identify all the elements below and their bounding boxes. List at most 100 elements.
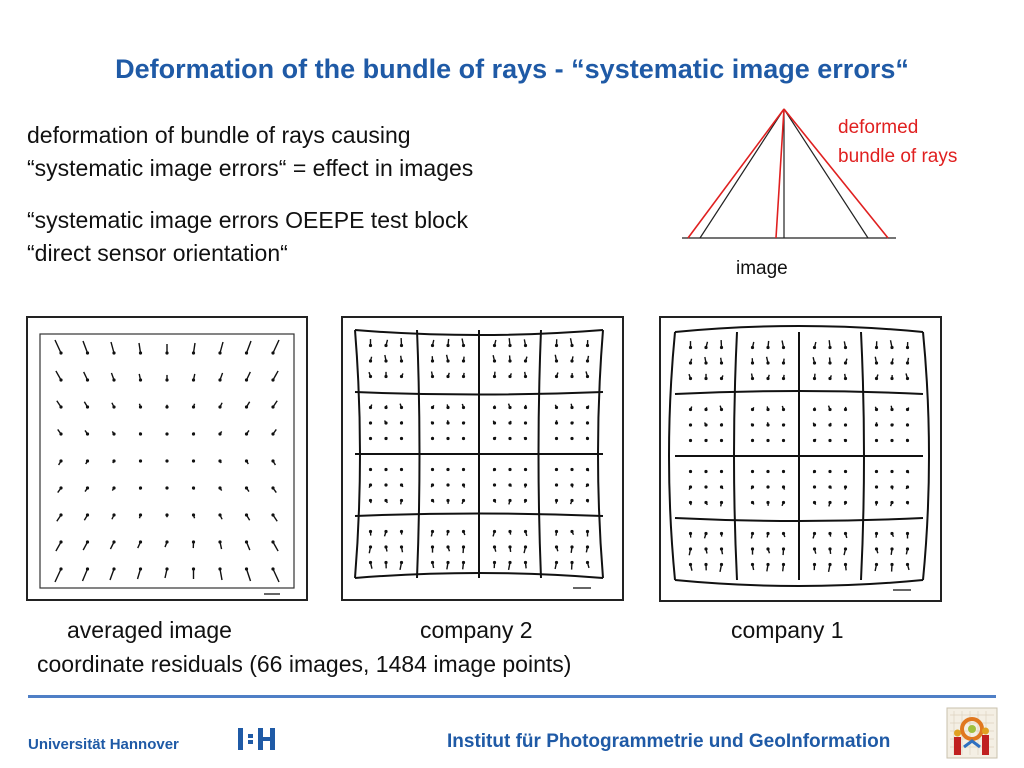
residual-vector [689, 564, 693, 571]
residual-vector [689, 406, 693, 410]
residual-vector [705, 502, 708, 506]
residual-vector [509, 420, 512, 424]
residual-vector [138, 403, 142, 408]
residual-point [165, 459, 169, 463]
residual-vector [383, 531, 387, 537]
residual-vector [272, 339, 280, 354]
residual-vector [400, 546, 404, 553]
residual-vector [689, 358, 693, 364]
residual-vector [83, 371, 89, 381]
residual-vector [783, 423, 786, 426]
residual-vector [523, 546, 527, 554]
residual-vector [813, 548, 817, 554]
residual-vector [586, 469, 590, 472]
residual-vector [219, 431, 223, 435]
residual-vector [138, 514, 142, 519]
residual-vector [272, 568, 280, 583]
residual-vector [704, 356, 707, 364]
residual-vector [891, 423, 894, 426]
residual-vector [844, 358, 848, 364]
residual-vector [219, 341, 224, 354]
residual-vector [494, 436, 497, 440]
residual-vector [555, 372, 559, 377]
residual-vector [750, 533, 754, 539]
residual-point [766, 500, 770, 505]
caption-averaged-image: averaged image [67, 617, 232, 643]
residual-vector [400, 373, 404, 377]
residual-vector [136, 568, 142, 580]
residual-vector [705, 438, 708, 442]
residual-vector [431, 500, 435, 503]
residual-vector [720, 423, 723, 426]
residual-point [461, 467, 466, 472]
residual-vector [767, 374, 770, 379]
residual-vector [446, 562, 449, 570]
residual-vector [874, 356, 878, 364]
residual-point [688, 423, 693, 427]
grid-line [860, 331, 865, 581]
residual-vector [570, 403, 573, 408]
residual-vector [750, 373, 754, 379]
residual-vector [219, 487, 223, 491]
residual-vector [384, 469, 387, 472]
residual-point [781, 438, 786, 443]
residual-vector [585, 371, 589, 377]
residual-vector [703, 533, 707, 539]
residual-vector [554, 562, 558, 570]
residual-point [570, 467, 574, 472]
residual-vector [554, 354, 558, 362]
residual-vector [431, 405, 435, 408]
bullet-oeepe: “systematic image errors OEEPE test bloc… [27, 204, 468, 270]
residual-vector [369, 437, 371, 440]
residual-vector [192, 373, 196, 381]
grid-line [537, 329, 542, 579]
residual-vector [110, 341, 115, 354]
residual-point [781, 469, 786, 474]
residual-vector [766, 533, 769, 538]
residual-vector [827, 405, 831, 410]
residual-point [828, 438, 832, 443]
grid-line [597, 329, 604, 579]
residual-vector [385, 546, 388, 552]
residual-vector [751, 502, 755, 505]
residual-vector [462, 531, 466, 536]
residual-vector [84, 487, 89, 492]
residual-vector [586, 500, 589, 503]
residual-vector [767, 340, 770, 348]
residual-vector [272, 370, 279, 381]
residual-vector [447, 338, 450, 346]
residual-point [890, 469, 894, 474]
residual-vector [905, 548, 909, 555]
ideal-ray-right [783, 108, 869, 239]
bullet-deformation: deformation of bundle of rays causing “s… [27, 119, 473, 185]
residual-point [368, 421, 373, 425]
residual-vector [844, 564, 847, 571]
residual-vector [829, 375, 832, 379]
residual-vector [876, 486, 879, 489]
residual-vector [245, 487, 250, 492]
residual-vector [705, 341, 709, 348]
residual-vector [111, 514, 115, 520]
residual-vector [507, 562, 511, 571]
residual-vector [750, 423, 753, 426]
residual-vectors-averaged [39, 333, 295, 595]
residual-point [165, 486, 169, 490]
residual-vector [828, 502, 831, 507]
bullet-deformation-line-1: deformation of bundle of rays causing [27, 122, 411, 148]
residual-vector [509, 484, 512, 487]
residual-vector [844, 533, 848, 539]
deformed-label-line-2: bundle of rays [838, 146, 958, 167]
residual-point [508, 436, 512, 441]
residual-vector [509, 546, 512, 553]
residual-vector [555, 546, 559, 552]
residual-vector [56, 514, 62, 522]
bullet-oeepe-line-2: “direct sensor orientation“ [27, 240, 288, 266]
slide-title: Deformation of the bundle of rays - “sys… [115, 54, 909, 84]
residual-vector [461, 403, 465, 408]
residual-vector [110, 372, 115, 381]
residual-vector [82, 541, 89, 551]
deformed-ray-right [783, 108, 889, 239]
residual-vector [781, 502, 785, 507]
caption-company-2: company 2 [420, 617, 533, 643]
residual-vector [844, 502, 847, 506]
